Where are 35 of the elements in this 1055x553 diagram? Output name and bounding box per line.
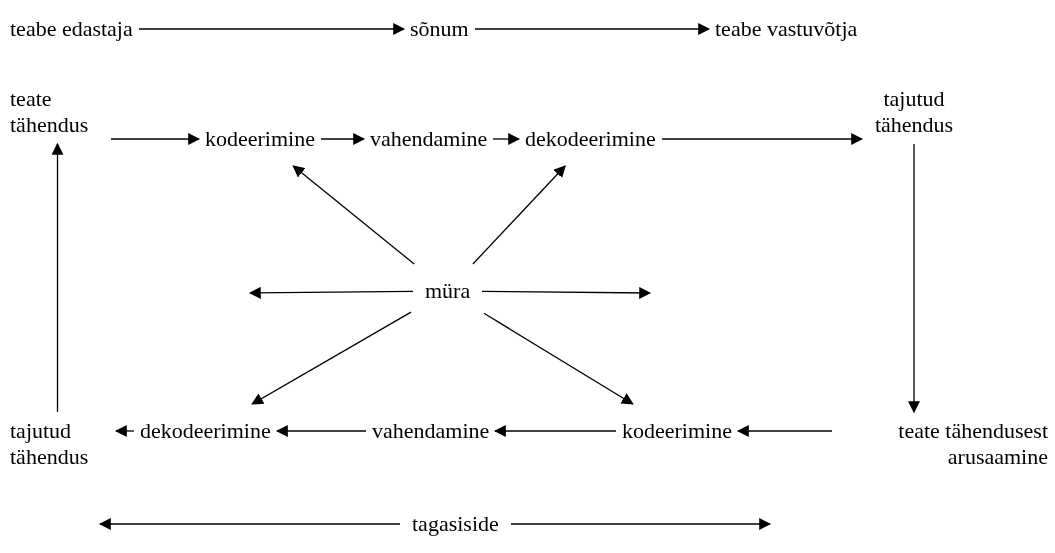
arrow: [493, 425, 617, 437]
node-label: teabe edastaja: [10, 16, 133, 42]
node-label: tajutud tähendus: [873, 86, 955, 138]
node-label: teate tähendusest arusaamine: [897, 418, 1048, 470]
arrow: [481, 286, 652, 299]
arrow: [736, 425, 833, 437]
arrow: [474, 23, 711, 35]
arrow: [275, 425, 367, 437]
node-label: teabe vastuvõtja: [715, 16, 858, 42]
node-label: dekodeerimine: [525, 126, 656, 152]
arrow: [492, 133, 521, 145]
arrow: [248, 286, 414, 299]
node-label: kodeerimine: [622, 418, 732, 444]
node-label: müra: [425, 278, 471, 304]
node-label: sõnum: [410, 16, 469, 42]
arrow: [661, 133, 864, 145]
node-label: teate tähendus: [10, 86, 90, 138]
arrow: [251, 311, 412, 405]
arrow: [51, 142, 64, 413]
arrow: [510, 518, 772, 530]
node-label: tagasiside: [412, 511, 499, 537]
node-label: kodeerimine: [205, 126, 315, 152]
arrow: [320, 133, 366, 145]
arrow: [472, 165, 566, 265]
arrow: [138, 23, 406, 35]
node-label: vahendamine: [372, 418, 490, 444]
arrow: [110, 133, 201, 145]
arrow: [114, 425, 135, 437]
node-label: dekodeerimine: [140, 418, 271, 444]
arrow: [98, 518, 401, 530]
node-label: tajutud tähendus: [10, 418, 90, 470]
arrow: [292, 165, 415, 265]
node-label: vahendamine: [370, 126, 488, 152]
arrow: [483, 312, 634, 405]
arrow: [908, 143, 920, 414]
